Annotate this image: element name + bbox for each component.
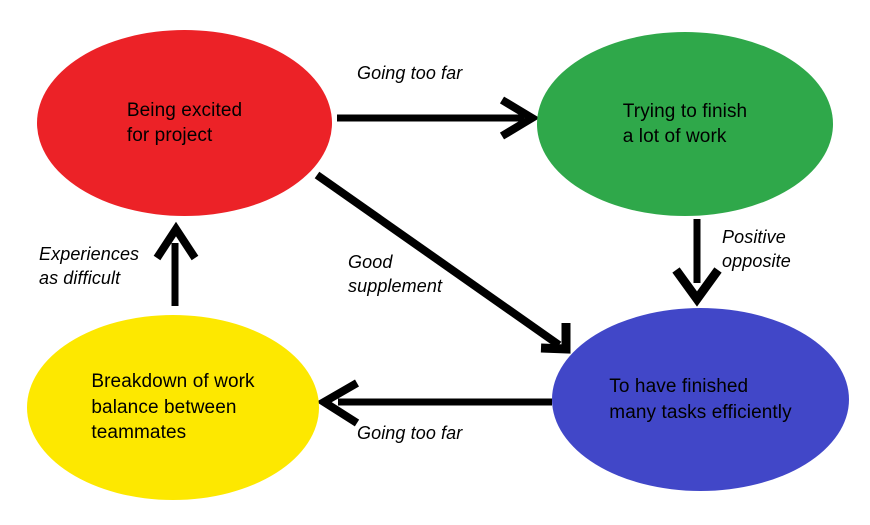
- node-trying[interactable]: Trying to finish a lot of work: [537, 32, 833, 216]
- node-finished-label: To have finished many tasks efficiently: [609, 376, 792, 423]
- arrow-finished-to-breakdown: [316, 379, 552, 427]
- edge-label-going-too-far-bottom: Going too far: [357, 423, 463, 443]
- node-breakdown[interactable]: Breakdown of work balance between teamma…: [27, 315, 319, 500]
- node-finished[interactable]: To have finished many tasks efficiently: [552, 308, 849, 491]
- node-trying-label: Trying to finish a lot of work: [622, 100, 748, 147]
- arrow-excited-to-finished: [314, 171, 571, 354]
- edge-label-experiences-as-difficult: Experiences as difficult: [39, 244, 140, 288]
- node-excited[interactable]: Being excited for project: [37, 30, 332, 216]
- edge-label-going-too-far-top: Going too far: [357, 63, 463, 83]
- node-breakdown-label: Breakdown of work balance between teamma…: [91, 371, 255, 444]
- arrow-excited-to-trying: [337, 96, 540, 140]
- arrow-trying-to-finished: [672, 219, 722, 307]
- arrow-breakdown-to-excited: [153, 221, 199, 306]
- node-excited-label: Being excited for project: [126, 99, 243, 146]
- edge-label-positive-opposite: Positive opposite: [722, 227, 791, 271]
- edge-label-good-supplement: Good supplement: [348, 252, 443, 296]
